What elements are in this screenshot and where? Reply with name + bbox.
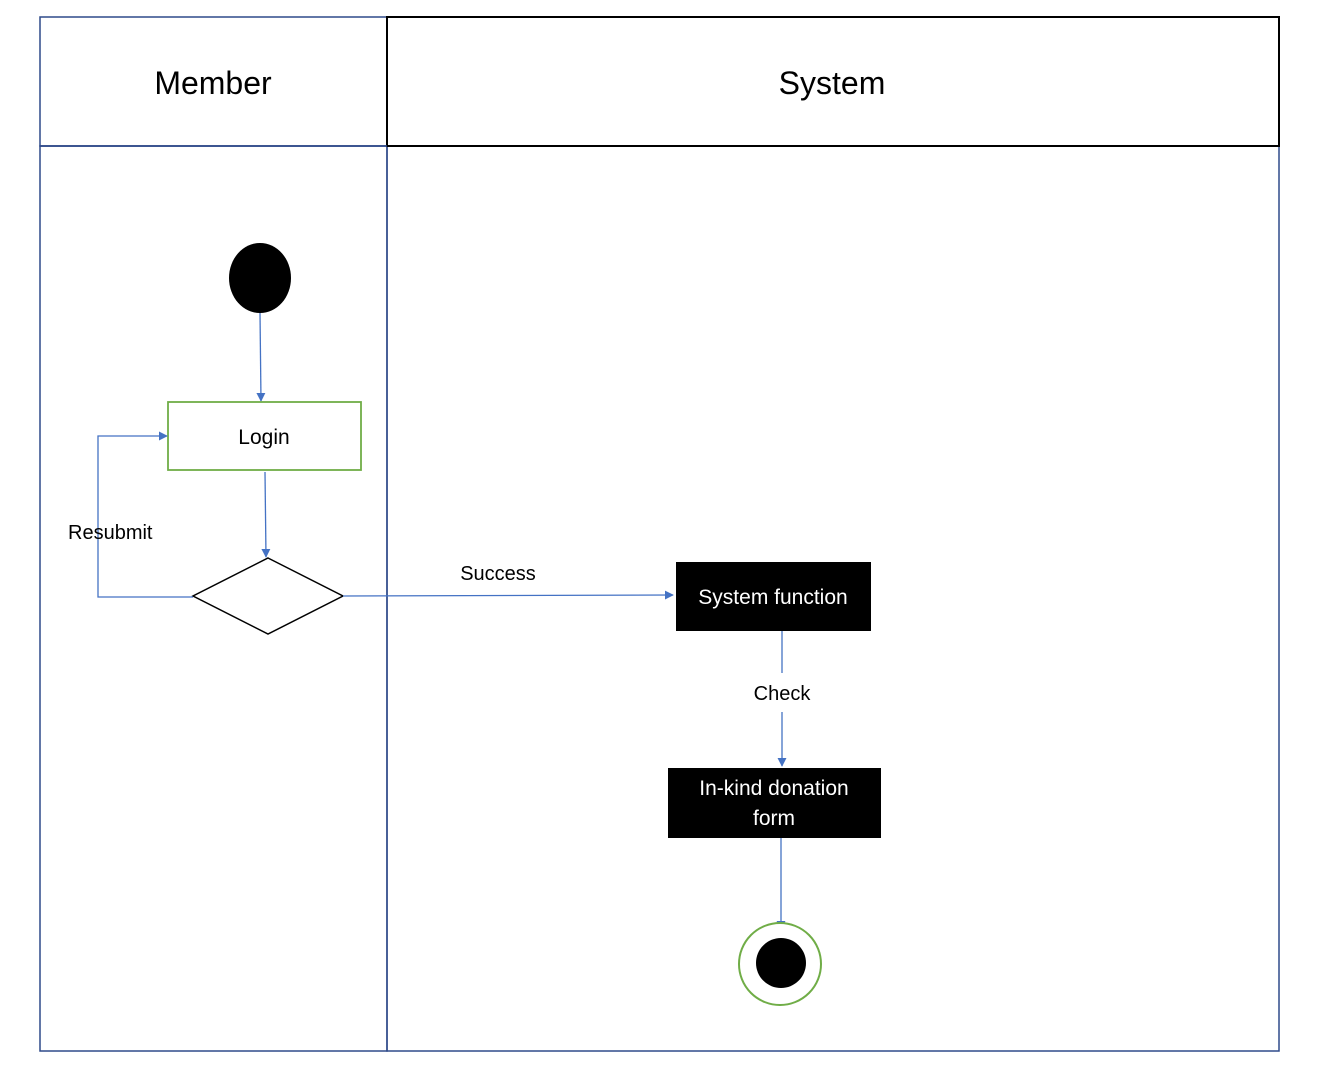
donation-form-label-line2: form (753, 807, 795, 830)
donation-form-label-line1: In-kind donation (699, 777, 848, 800)
final-node-core (756, 938, 806, 988)
decision-node (191, 557, 345, 635)
success-label: Success (460, 563, 536, 585)
resubmit-label: Resubmit (68, 522, 153, 544)
initial-node (229, 243, 291, 313)
edge-start-to-login (256, 312, 266, 402)
edge-success (342, 590, 674, 600)
edge-login-to-decision (261, 471, 271, 558)
system-lane-title: System (779, 65, 886, 101)
login-label: Login (238, 426, 289, 449)
donation-form-action (668, 768, 881, 838)
system-lane-header (386, 16, 1280, 147)
edge-resubmit-loop (97, 431, 193, 598)
member-lane-title: Member (154, 65, 272, 101)
check-label: Check (754, 683, 812, 705)
system-function-action (676, 562, 871, 631)
login-action (167, 401, 362, 471)
system-function-label: System function (698, 586, 847, 609)
